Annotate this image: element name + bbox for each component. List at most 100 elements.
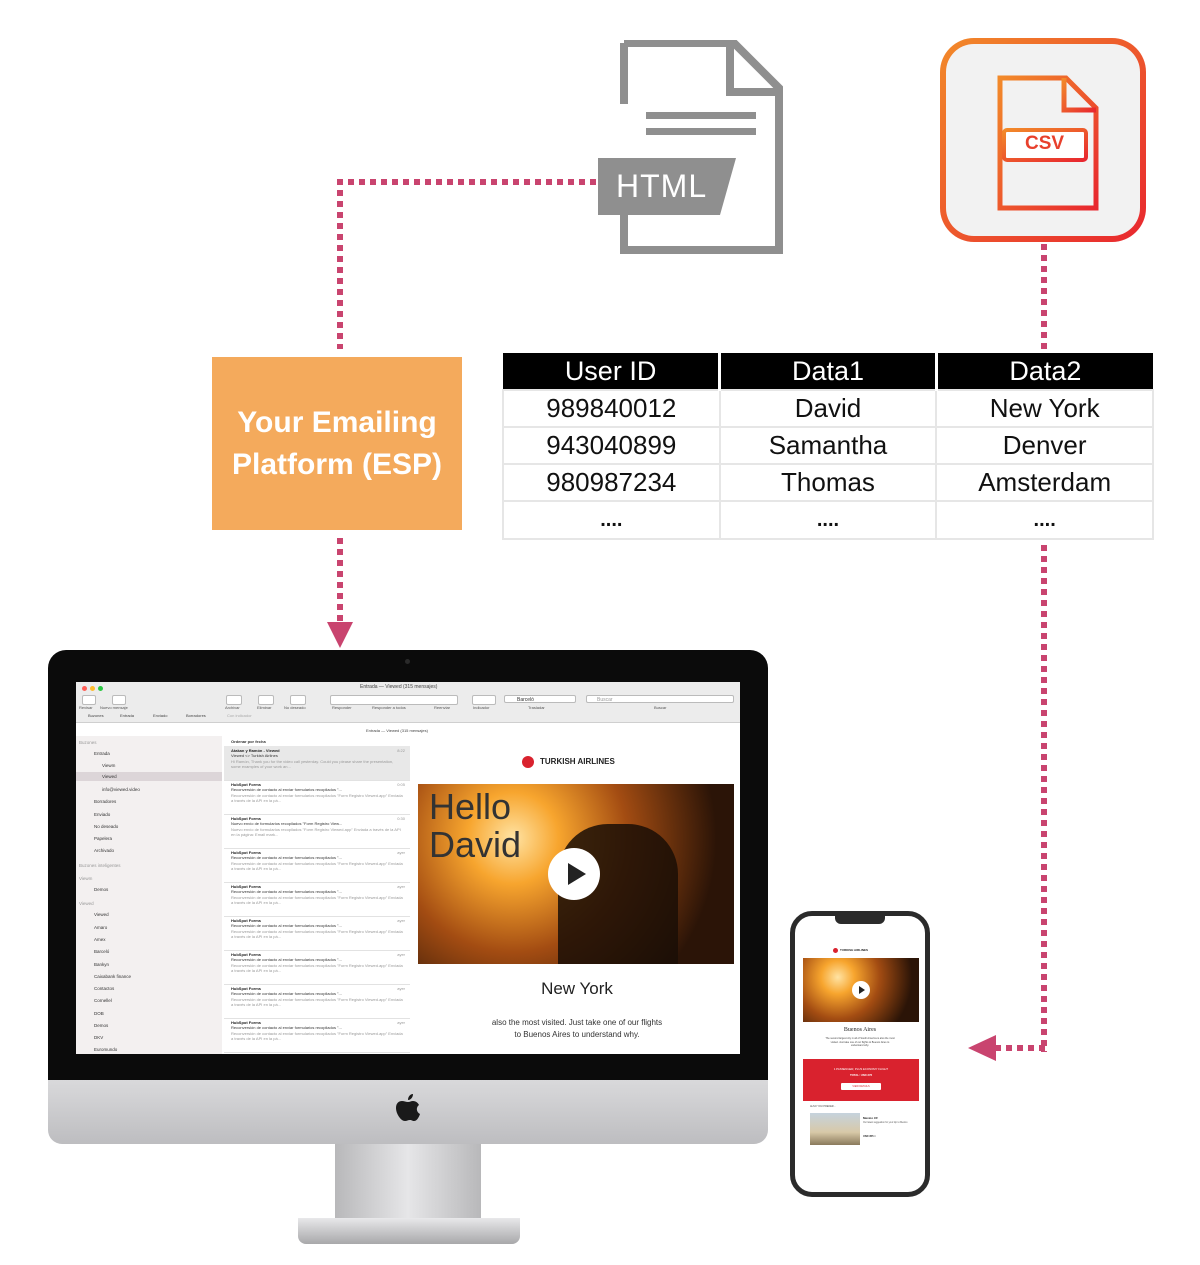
cell-data2: Amsterdam [935, 463, 1154, 502]
video-play-button[interactable] [548, 848, 600, 900]
toolbar-label: Trasladar [528, 705, 545, 710]
table-row: 980987234 Thomas Amsterdam [502, 463, 1154, 502]
sidebar-item[interactable]: Barceló [94, 949, 110, 954]
sidebar-item[interactable]: Cornellel [94, 998, 112, 1003]
flag-button[interactable] [472, 695, 496, 705]
header-data1: Data1 [719, 353, 938, 390]
sidebar-item[interactable]: Viewed [94, 912, 109, 917]
toolbar-label: Eliminar [257, 705, 272, 710]
turkish-airlines-logo-icon [522, 756, 534, 768]
sidebar-item-junk[interactable]: No deseado [94, 824, 119, 829]
favorite-sent[interactable]: Enviado [153, 713, 168, 718]
phone-notch [835, 916, 885, 924]
sidebar-item-drafts[interactable]: Borradores [94, 799, 117, 804]
cell-ellipsis: .... [502, 500, 721, 540]
sidebar-item[interactable]: DOB [94, 1011, 104, 1016]
toolbar-label: No deseado [284, 705, 306, 710]
sidebar-item[interactable]: Amex [94, 937, 106, 942]
message-time: ayer [397, 1020, 405, 1025]
message-preview: Reconversión de contacto al enviar formu… [231, 793, 403, 803]
delete-button[interactable] [258, 695, 274, 705]
cell-data2: Denver [935, 426, 1154, 465]
favorite-inbox[interactable]: Entrada [120, 713, 135, 718]
phone-cta-button[interactable]: VIEW DETAILS [841, 1083, 881, 1090]
message-preview: Reconversión de contacto al enviar formu… [231, 963, 403, 973]
sidebar-item[interactable]: Bankyn [94, 962, 110, 967]
move-to-select[interactable]: Barceló [504, 695, 576, 703]
close-window-button[interactable] [82, 686, 87, 691]
sidebar-item[interactable]: Contactos [94, 986, 115, 991]
email-body: also the most visited. Just take one of … [491, 1018, 663, 1039]
phone-offer-banner: 1 PASSENGER, PLUS ECONOMY FLIGHT TOTAL: … [803, 1059, 919, 1101]
sidebar-item[interactable]: Amaro [94, 925, 108, 930]
phone-hero-image [803, 958, 919, 1022]
favorite-flagged[interactable]: Con indicador [227, 713, 252, 718]
toolbar-label: Buscar [654, 705, 667, 710]
cell-ellipsis: .... [935, 500, 1154, 540]
email-preview: TURKISH AIRLINES Hello David New York al… [414, 736, 740, 1054]
favorite-mailboxes[interactable]: Buzones [88, 713, 104, 718]
cell-user-id: 980987234 [502, 463, 721, 502]
email-brand: TURKISH AIRLINES [540, 757, 615, 766]
connector-html-to-esp [337, 179, 599, 185]
toolbar-label: Responder a todos [372, 705, 406, 710]
archive-button[interactable] [226, 695, 242, 705]
junk-button[interactable] [290, 695, 306, 705]
table-header-row: User ID Data1 Data2 [503, 353, 1153, 390]
mail-app-window: Entrada — Viewed (315 mensajes) Barceló … [76, 682, 740, 1054]
sidebar-item-archive[interactable]: Archivado [94, 848, 115, 853]
zoom-window-button[interactable] [98, 686, 103, 691]
phone-play-button[interactable] [852, 981, 870, 999]
message-sender: HubSpot Forms [231, 782, 261, 787]
favorite-drafts[interactable]: Borradores [186, 713, 206, 718]
phone-also-label: ALSO YOU PREFER... [810, 1105, 836, 1108]
message-sender: HubSpot Forms [231, 1020, 261, 1025]
message-time: 8:22 [397, 748, 405, 753]
sidebar-item[interactable]: Caixabank finance [94, 974, 132, 979]
minimize-window-button[interactable] [90, 686, 95, 691]
get-mail-button[interactable] [82, 695, 96, 705]
window-title: Entrada — Viewed (315 mensajes) [360, 684, 438, 690]
sidebar-item-trash[interactable]: Papelera [94, 836, 113, 841]
cell-data1: Samantha [718, 426, 938, 465]
connector-html-down [337, 179, 343, 349]
sidebar-item-demos[interactable]: Demos [94, 887, 109, 892]
sidebar-item-viewed-selected[interactable] [76, 772, 222, 781]
reply-group-button[interactable] [330, 695, 458, 705]
table-row: .... .... .... [502, 500, 1154, 540]
html-label: HTML [616, 168, 708, 204]
message-sender: Atakan y Ramón - Viewed [231, 748, 280, 753]
sidebar-item-inbox[interactable]: Entrada [94, 751, 110, 756]
sidebar-item-sent[interactable]: Enviado [94, 812, 111, 817]
sidebar-item-viewed[interactable]: Viewed [102, 774, 117, 779]
message-preview: Reconversión de contacto al enviar formu… [231, 895, 403, 905]
csv-file-icon: CSV [940, 38, 1146, 242]
phone-offer-line1: 1 PASSENGER, PLUS ECONOMY FLIGHT [833, 1067, 889, 1071]
phone-alt-image [810, 1113, 860, 1145]
compose-button[interactable] [112, 695, 126, 705]
phone-alt-text: Our latest suggestion for your trip to M… [863, 1122, 908, 1124]
cell-data1: David [718, 389, 938, 428]
phone-city: Buenos Aires [843, 1027, 877, 1033]
sidebar-item-info[interactable]: info@viewed.video [102, 787, 140, 792]
message-subject: Viewed <> Turkish Airlines [231, 753, 278, 758]
sidebar-item[interactable]: Demos [94, 1023, 109, 1028]
connector-csv-to-table [1041, 244, 1047, 354]
search-field[interactable]: Buscar [586, 695, 734, 703]
sort-by-date[interactable]: Ordenar por fecha [231, 739, 266, 744]
sidebar-item[interactable]: Euromundo [94, 1047, 118, 1052]
email-city: New York [541, 979, 613, 998]
toolbar-label-row: Revisar Nuevo mensaje Archivar Eliminar … [76, 705, 740, 711]
connector-esp-to-imac [337, 538, 343, 628]
sidebar-item-viewm[interactable]: Viewm [102, 763, 116, 768]
sidebar-item[interactable]: DKV [94, 1035, 104, 1040]
